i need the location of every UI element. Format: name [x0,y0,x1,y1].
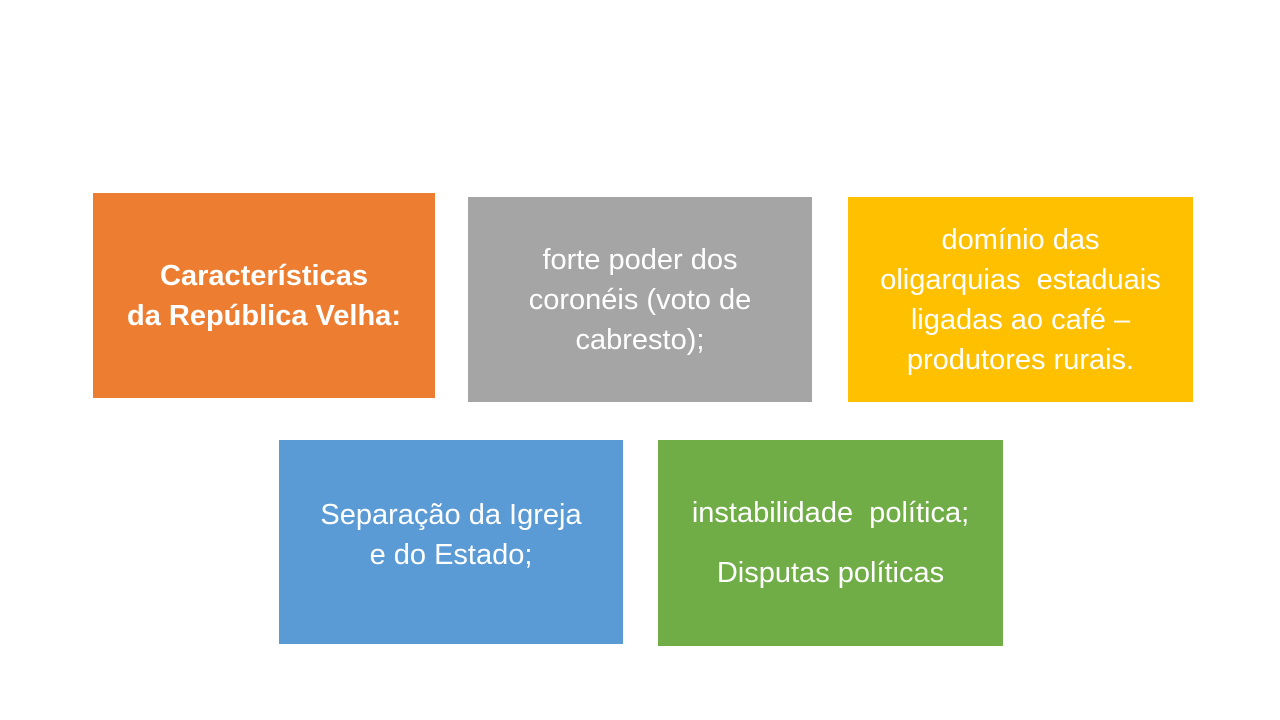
shape-oligarquias-text: domínio das oligarquias estaduais ligada… [880,223,1161,376]
shape-oligarquias-box: domínio das oligarquias estaduais ligada… [848,197,1193,402]
shape-instabilidade-paragraph-2: Disputas políticas [716,557,945,589]
shape-coroneis-box: forte poder dos coronéis (voto de cabres… [468,197,812,402]
shape-coroneis-text: forte poder dos coronéis (voto de cabres… [528,243,752,356]
shape-igreja-estado-text: Separação da Igreja e do Estado; [320,499,582,571]
shape-caracteristicas-text: Características da República Velha: [127,259,401,332]
shape-caracteristicas-box: Características da República Velha: [93,193,435,398]
shape-igreja-estado-box: Separação da Igreja e do Estado; [279,440,623,644]
shape-instabilidade-paragraph-1: instabilidade política; [691,497,970,529]
shape-instabilidade-box: instabilidade política; Disputas polític… [658,440,1003,646]
